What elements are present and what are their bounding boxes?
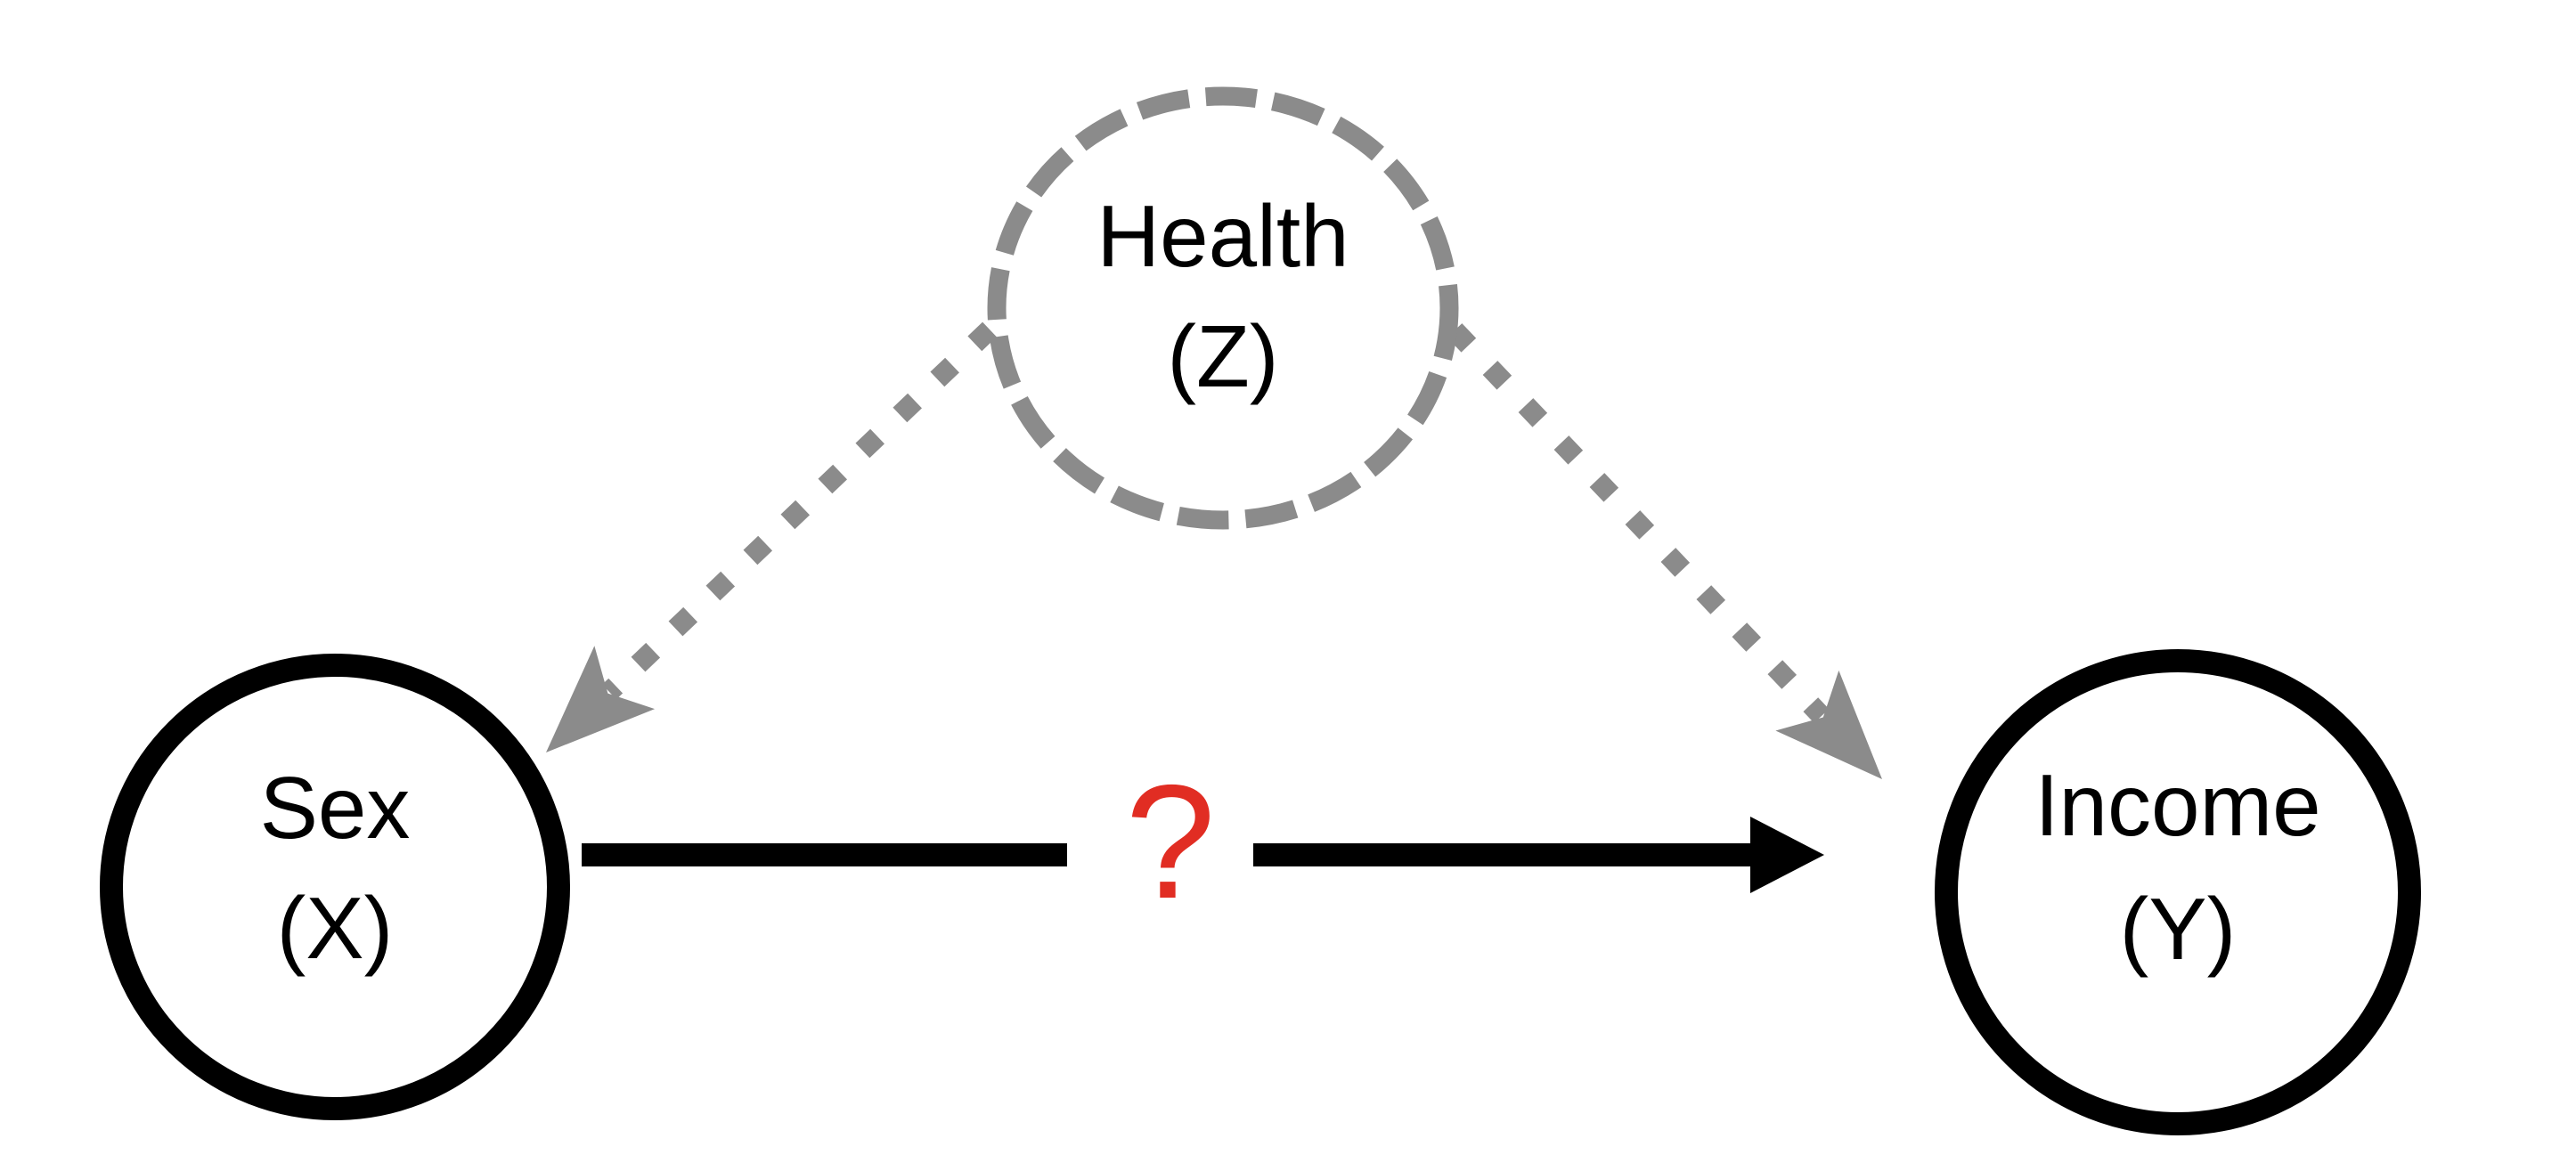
edge-health-to-income-arrowhead-icon: [1775, 670, 1882, 779]
edge-health-to-sex: [546, 321, 997, 752]
edge-health-to-sex-arrowhead-icon: [546, 646, 656, 752]
node-health: Health (Z): [987, 86, 1459, 530]
node-sex-circle: [100, 654, 570, 1120]
node-income-label: Income: [2034, 756, 2320, 854]
node-income: Income (Y): [1935, 649, 2421, 1135]
node-health-label: Health: [1096, 187, 1349, 285]
node-health-sublabel: (Z): [1167, 307, 1278, 405]
edge-sex-to-income-arrowhead-icon: [1750, 817, 1824, 893]
edge-sex-to-income: ?: [582, 751, 1824, 932]
node-sex-sublabel: (X): [277, 879, 394, 977]
node-income-circle: [1935, 649, 2421, 1135]
node-health-circle: [987, 86, 1459, 530]
edge-health-to-income-line: [1447, 323, 1830, 723]
edge-health-to-sex-line: [602, 321, 997, 700]
node-income-sublabel: (Y): [2120, 880, 2237, 978]
causal-effect-question-mark: ?: [1125, 751, 1215, 932]
edge-health-to-income: [1447, 323, 1882, 779]
node-sex: Sex (X): [100, 654, 570, 1120]
node-sex-label: Sex: [260, 759, 411, 857]
